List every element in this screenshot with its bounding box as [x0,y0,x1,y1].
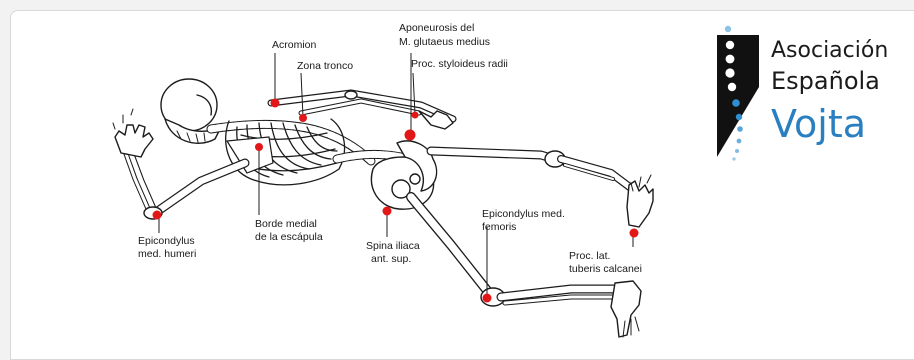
point-zona-tronco [299,114,307,122]
label-borde-medial-2: de la escápula [255,231,323,243]
point-aponeurosis [405,130,416,141]
point-epicondylus-femoris [483,294,492,303]
point-epicondylus-humeri [153,211,162,220]
point-acromion [271,99,280,108]
logo-line-1: Asociación [771,38,888,63]
vojta-reflex-zones-diagram: Acromion Zona tronco Aponeurosis del M. … [11,11,914,359]
point-borde-medial [255,143,263,151]
label-epicondylus-femoris-1: Epicondylus med. [482,208,565,220]
label-aponeurosis-1: Aponeurosis del [399,22,474,34]
vojta-logo: Asociación Española Vojta [717,26,888,161]
image-frame: Acromion Zona tronco Aponeurosis del M. … [10,10,914,360]
label-zona-tronco: Zona tronco [297,60,353,72]
logo-line-3: Vojta [771,102,866,146]
point-proc-tuberis [630,229,639,238]
label-spina-iliaca-1: Spina iliaca [366,240,420,252]
label-borde-medial-1: Borde medial [255,218,317,230]
label-proc-tuberis-1: Proc. lat. [569,250,610,262]
label-proc-tuberis-2: tuberis calcanei [569,263,642,275]
label-epicondylus-humeri-2: med. humeri [138,248,196,260]
logo-line-2: Española [771,67,880,95]
point-spina-iliaca [383,207,392,216]
label-aponeurosis-2: M. glutaeus medius [399,36,490,48]
point-proc-styloideus [412,112,419,119]
label-epicondylus-femoris-2: femoris [482,221,516,233]
label-proc-styloideus: Proc. styloideus radii [411,58,508,70]
label-acromion: Acromion [272,39,317,51]
label-epicondylus-humeri-1: Epicondylus [138,235,195,247]
logo-mark [717,35,759,157]
skeleton-illustration [113,79,653,337]
label-spina-iliaca-2: ant. sup. [371,253,411,265]
labels: Acromion Zona tronco Aponeurosis del M. … [138,22,642,275]
